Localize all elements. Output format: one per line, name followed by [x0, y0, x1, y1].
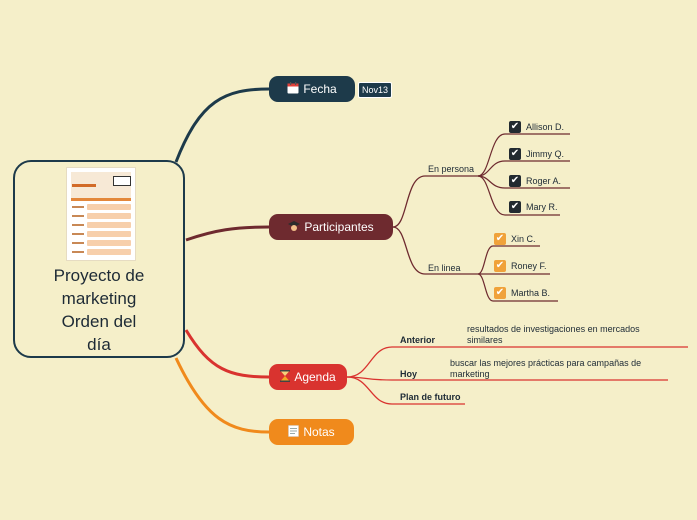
participant-item[interactable]: Roger A.: [526, 176, 562, 186]
agenda-detail-hoy[interactable]: buscar las mejores prácticas para campañ…: [450, 358, 642, 379]
checkbox-icon[interactable]: ✔: [509, 121, 521, 133]
connector-participantes: [185, 225, 270, 242]
topic-agenda[interactable]: Agenda: [269, 364, 347, 390]
connector-notas: [174, 357, 270, 434]
agenda-item-hoy[interactable]: Hoy: [400, 369, 418, 379]
note-icon: [288, 424, 300, 440]
participant-item[interactable]: Mary R.: [526, 202, 558, 212]
agenda-detail-anterior[interactable]: resultados de investigaciones en mercado…: [467, 324, 640, 345]
connector-fecha: [174, 87, 270, 163]
participant-item[interactable]: Allison D.: [526, 122, 565, 132]
date-tag: Nov13: [358, 82, 393, 98]
group-en-linea[interactable]: En linea: [428, 263, 461, 273]
participant-item[interactable]: Roney F.: [511, 261, 547, 271]
group-en-persona[interactable]: En persona: [428, 164, 475, 174]
topic-participantes[interactable]: Participantes: [269, 214, 393, 240]
agenda-item-anterior[interactable]: Anterior: [400, 335, 436, 345]
topic-notas[interactable]: Notas: [269, 419, 354, 445]
participant-item[interactable]: Martha B.: [511, 288, 551, 298]
topic-fecha[interactable]: Fecha: [269, 76, 355, 102]
checkbox-icon[interactable]: ✔: [509, 148, 521, 160]
topic-notas-label: Notas: [303, 425, 335, 439]
connector-en-persona: [392, 175, 478, 228]
hourglass-icon: [280, 369, 291, 385]
calendar-icon: [287, 81, 299, 97]
checkbox-icon[interactable]: ✔: [509, 201, 521, 213]
checkbox-icon[interactable]: ✔: [509, 175, 521, 187]
topic-participantes-label: Participantes: [304, 220, 374, 234]
topic-agenda-label: Agenda: [294, 370, 336, 384]
agenda-item-plan-de-futuro[interactable]: Plan de futuro: [400, 392, 461, 402]
central-title: Proyecto de marketing Orden del día: [53, 266, 145, 354]
checkbox-icon[interactable]: ✔: [494, 287, 506, 299]
checkbox-icon[interactable]: ✔: [494, 233, 506, 245]
topic-fecha-label: Fecha: [303, 82, 337, 96]
agenda-template-thumbnail: [67, 168, 135, 260]
student-icon: [288, 220, 301, 235]
participant-item[interactable]: Jimmy Q.: [526, 149, 564, 159]
connector-agenda: [184, 329, 270, 379]
connector-en-linea: [392, 226, 478, 275]
central-topic[interactable]: Proyecto de marketing Orden del día: [13, 160, 185, 358]
checkbox-icon[interactable]: ✔: [494, 260, 506, 272]
participant-item[interactable]: Xin C.: [511, 234, 536, 244]
